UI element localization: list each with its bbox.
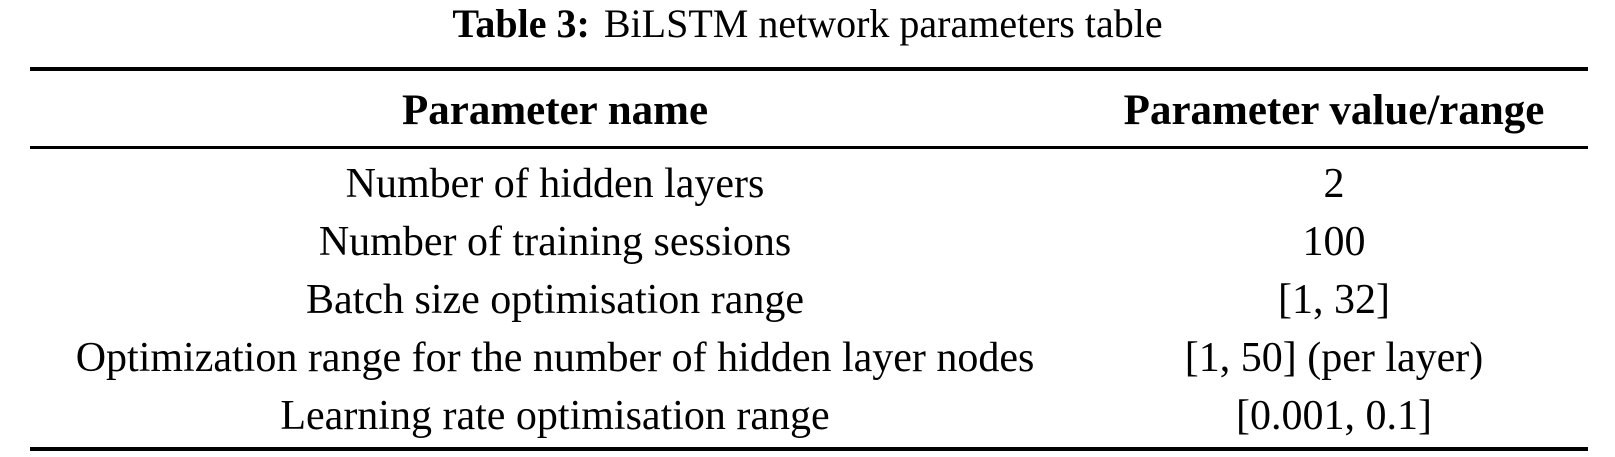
column-header-parameter-value: Parameter value/range: [1123, 87, 1545, 134]
table-row: Batch size optimisation range [1, 32]: [30, 271, 1588, 329]
table-bottom-rule: [30, 447, 1588, 451]
table-row: Optimization range for the number of hid…: [30, 329, 1588, 387]
table-row: Number of hidden layers 2: [30, 155, 1588, 213]
parameter-name-cell: Number of hidden layers: [345, 161, 765, 207]
parameter-name-cell: Optimization range for the number of hid…: [75, 335, 1035, 381]
parameter-value-cell: [1, 32]: [1278, 277, 1391, 323]
parameter-value-cell: 2: [1323, 161, 1345, 207]
table-top-rule: [30, 67, 1588, 71]
table-row: Learning rate optimisation range [0.001,…: [30, 387, 1588, 445]
parameter-name-cell: Batch size optimisation range: [306, 277, 805, 323]
table-caption-text: BiLSTM network parameters table: [603, 1, 1163, 46]
table-caption: Table 3: BiLSTM network parameters table: [0, 2, 1615, 46]
table-caption-label: Table 3:: [452, 1, 590, 46]
parameter-value-cell: 100: [1302, 219, 1366, 265]
parameter-value-cell: [0.001, 0.1]: [1236, 393, 1433, 439]
table-body: Number of hidden layers 2 Number of trai…: [30, 149, 1588, 447]
table-header-row: Parameter name Parameter value/range: [30, 71, 1588, 146]
parameter-name-cell: Learning rate optimisation range: [280, 393, 830, 439]
parameter-name-cell: Number of training sessions: [318, 219, 792, 265]
table-header-rule: [30, 146, 1588, 149]
parameter-value-cell: [1, 50] (per layer): [1184, 335, 1484, 381]
parameters-table: Parameter name Parameter value/range Num…: [30, 67, 1588, 451]
column-header-parameter-name: Parameter name: [402, 87, 709, 134]
table-row: Number of training sessions 100: [30, 213, 1588, 271]
